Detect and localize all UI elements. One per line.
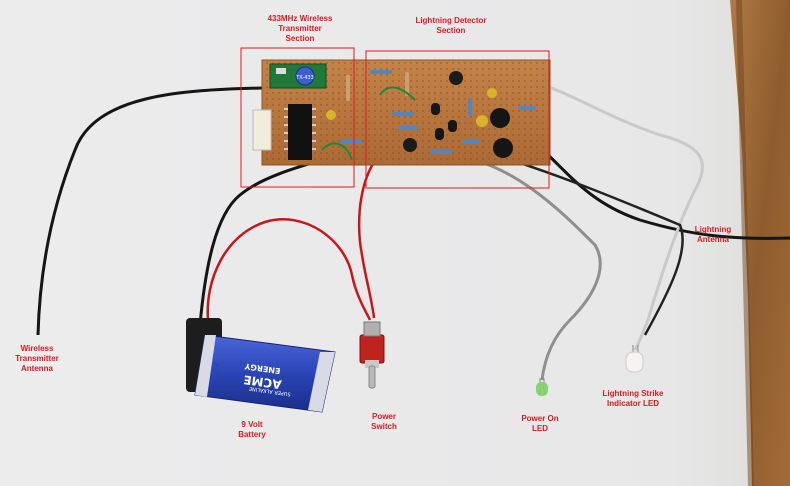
label-power-on-led: Power On LED (521, 414, 559, 433)
label-lightning-antenna: Lightning Antenna (694, 225, 732, 244)
resistors (340, 70, 536, 154)
label-power-switch: Power Switch (371, 412, 397, 431)
strike-led-wire-white (521, 78, 704, 351)
battery-brand-text: ACME (243, 372, 283, 391)
switch-wire-red (357, 149, 386, 319)
strike-led-wire-black (494, 153, 684, 336)
capacitor (493, 138, 513, 158)
battery-9v: ACME ENERGY SUPER ALKALINE 9V (186, 318, 336, 413)
transistor (431, 103, 440, 115)
label-strike-led: Lightning Strike Indicator LED (602, 389, 664, 408)
jumper-wire (321, 142, 353, 161)
ceramic-capacitor (326, 110, 336, 120)
label-transmitter-section: 433MHz Wireless Transmitter Section (267, 14, 333, 43)
toggle-switch (359, 321, 385, 389)
strike-indicator-led (625, 345, 644, 373)
ceramic-capacitor (487, 88, 497, 98)
transistor (448, 120, 457, 132)
wireless-antenna-wire (36, 86, 263, 336)
detector-section-box (365, 50, 550, 189)
ceramic-capacitor (476, 115, 488, 127)
ic-chip (288, 104, 312, 160)
module-print: TX-433 (295, 75, 314, 81)
connector-block (252, 109, 272, 151)
label-wireless-antenna: Wireless Transmitter Antenna (15, 344, 59, 373)
capacitor (449, 71, 463, 85)
battery-size-text: 9V (211, 361, 221, 373)
power-on-led (536, 378, 548, 396)
transmitter-module: TX-433 (269, 63, 327, 89)
lightning-antenna-wire (524, 133, 790, 240)
jumper-wire (379, 86, 416, 101)
capacitor (490, 108, 510, 128)
label-detector-section: Lightning Detector Section (415, 16, 487, 35)
transmitter-section-box (240, 47, 355, 188)
transistor (435, 128, 444, 140)
battery-type-text: SUPER ALKALINE (249, 385, 291, 397)
power-led-wire (447, 153, 602, 381)
battery-wire-red (206, 218, 372, 321)
label-battery: 9 Volt Battery (238, 420, 266, 439)
capacitor (403, 138, 417, 152)
